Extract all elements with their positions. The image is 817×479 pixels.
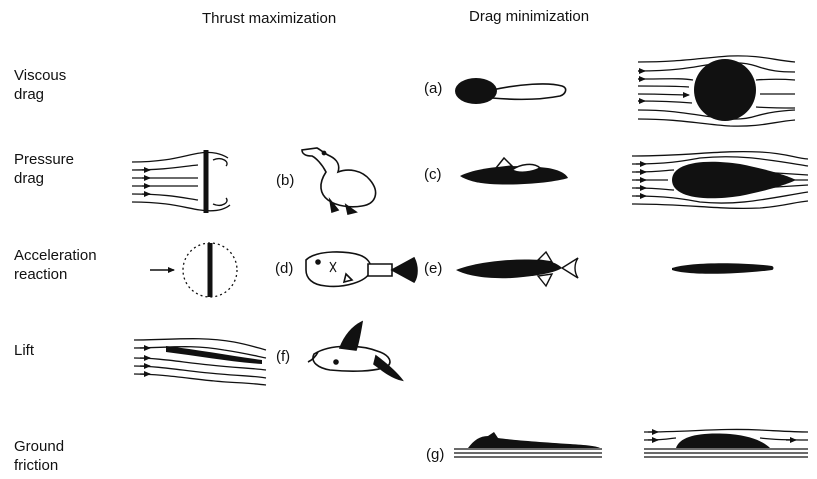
sphere-flow-diagram (638, 56, 795, 126)
slender-body-e (672, 263, 774, 274)
duck-drawing-b (302, 148, 376, 214)
pike-drawing-e (456, 252, 578, 286)
hydrofoil-flow-diagram (134, 339, 266, 385)
seal-shape-c (460, 158, 568, 185)
penguin-drawing-f (308, 322, 402, 380)
ground-flow-diagram (644, 429, 808, 457)
boxfish-drawing-d (306, 252, 417, 286)
paddle-flow-diagram (132, 150, 230, 213)
added-mass-diagram (150, 243, 237, 297)
ground-body-g (454, 432, 602, 457)
tadpole-shape-a (455, 78, 566, 104)
streamlined-flow-diagram (632, 152, 808, 209)
